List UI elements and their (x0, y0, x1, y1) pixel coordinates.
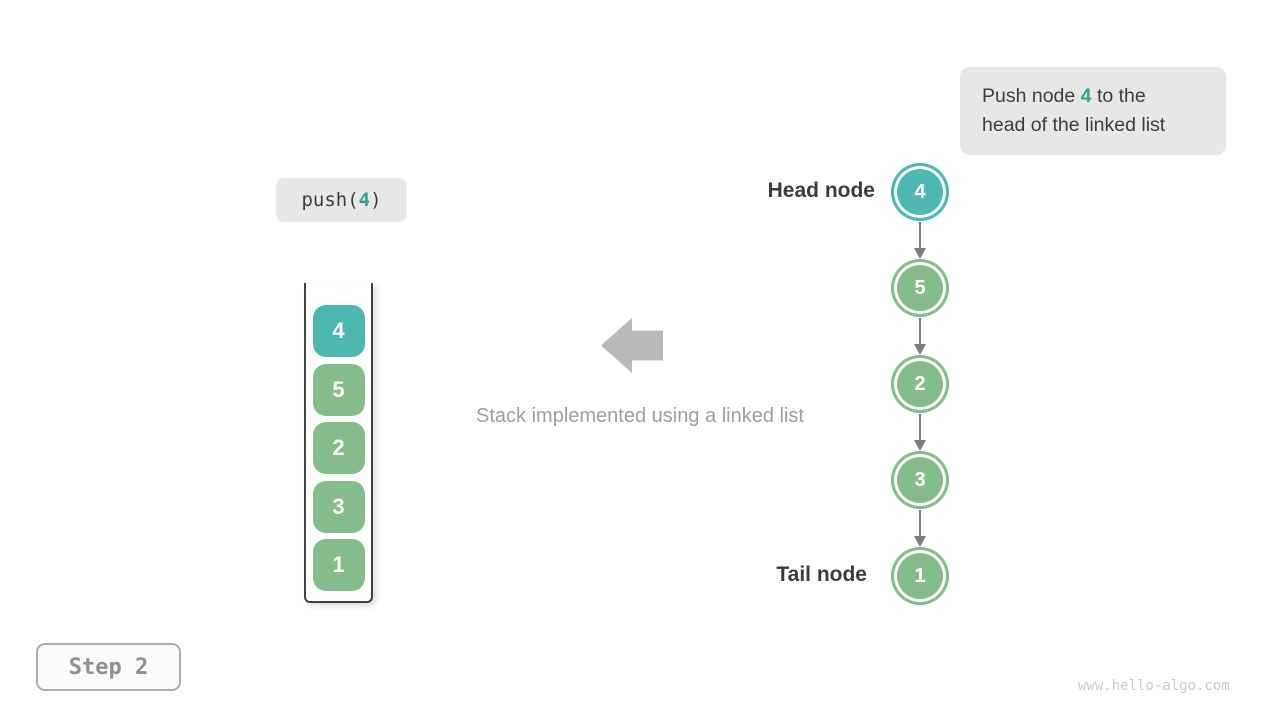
annotation-box: Push node 4 to the head of the linked li… (960, 67, 1226, 155)
annotation-highlight-value: 4 (1080, 85, 1092, 107)
stack-node: 2 (312, 422, 365, 474)
stack-node: 3 (312, 480, 365, 533)
head-node-label: Head node (767, 179, 875, 202)
watermark: www.hello-algo.com (1078, 678, 1230, 694)
list-arrow-icon (913, 510, 927, 547)
tail-node-label: Tail node (776, 563, 867, 586)
annotation-text: to the (1091, 85, 1146, 107)
stack-node: 5 (312, 363, 365, 416)
annotation-line-1: Push node 4 to the (982, 82, 1226, 111)
list-arrow-icon (913, 318, 927, 355)
code-text: push( (301, 189, 359, 211)
annotation-text: Push node (982, 85, 1081, 107)
list-arrow-icon (913, 222, 927, 259)
code-highlight-value: 4 (358, 189, 371, 211)
list-node: 2 (891, 355, 949, 413)
list-node: 4 (891, 163, 949, 221)
caption: Stack implemented using a linked list (476, 405, 804, 427)
list-arrow-icon (913, 414, 927, 451)
list-node: 5 (891, 259, 949, 317)
left-block-arrow-icon (601, 318, 663, 373)
list-node: 1 (891, 547, 949, 605)
annotation-line-2: head of the linked list (982, 114, 1166, 136)
stack-container: 4 5 2 3 1 (304, 283, 373, 603)
code-text: ) (370, 189, 382, 211)
push-call-label: push(4) (276, 178, 407, 222)
stack-node: 4 (312, 305, 365, 357)
step-badge: Step 2 (36, 643, 181, 691)
stack-node: 1 (312, 539, 365, 591)
list-node: 3 (891, 451, 949, 509)
